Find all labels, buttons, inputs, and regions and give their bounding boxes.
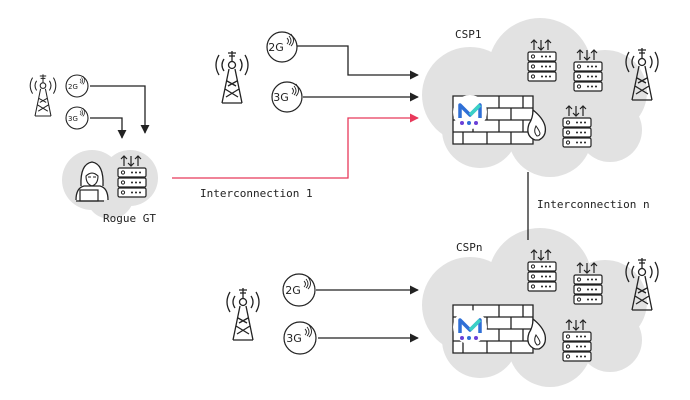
- top-cell-tower-icon: [215, 50, 249, 104]
- rogue-2g-badge: 2G: [65, 74, 89, 98]
- svg-text:3G: 3G: [286, 332, 302, 345]
- svg-text:2G: 2G: [68, 83, 78, 91]
- cspn-label: CSPn: [456, 241, 483, 254]
- interconnection-1-label: Interconnection 1: [200, 187, 313, 200]
- interconnection-n-label: Interconnection n: [537, 198, 650, 211]
- svg-text:2G: 2G: [285, 284, 301, 297]
- bottom-3g-badge: 3G: [283, 321, 317, 355]
- csp1-label: CSP1: [455, 28, 482, 41]
- rogue-3g-link: [90, 117, 127, 139]
- svg-text:3G: 3G: [68, 115, 78, 123]
- top-2g-link: [297, 45, 419, 80]
- bottom-2g-badge: 2G: [282, 273, 316, 307]
- rogue-3g-badge: 3G: [65, 106, 89, 130]
- top-3g-badge: 3G: [271, 81, 303, 113]
- interconnection-1-link: [172, 113, 419, 179]
- svg-text:3G: 3G: [273, 91, 289, 104]
- rogue-gt-label: Rogue GT: [103, 212, 156, 225]
- bottom-cell-tower-icon: [226, 287, 260, 341]
- rogue-2g-link: [90, 85, 150, 134]
- rogue-cell-tower-icon: [29, 73, 57, 117]
- csp1-brand-logo-icon: [451, 93, 489, 131]
- svg-text:2G: 2G: [268, 41, 284, 54]
- top-2g-badge: 2G: [266, 31, 298, 63]
- cspn-brand-logo-icon: [451, 308, 489, 346]
